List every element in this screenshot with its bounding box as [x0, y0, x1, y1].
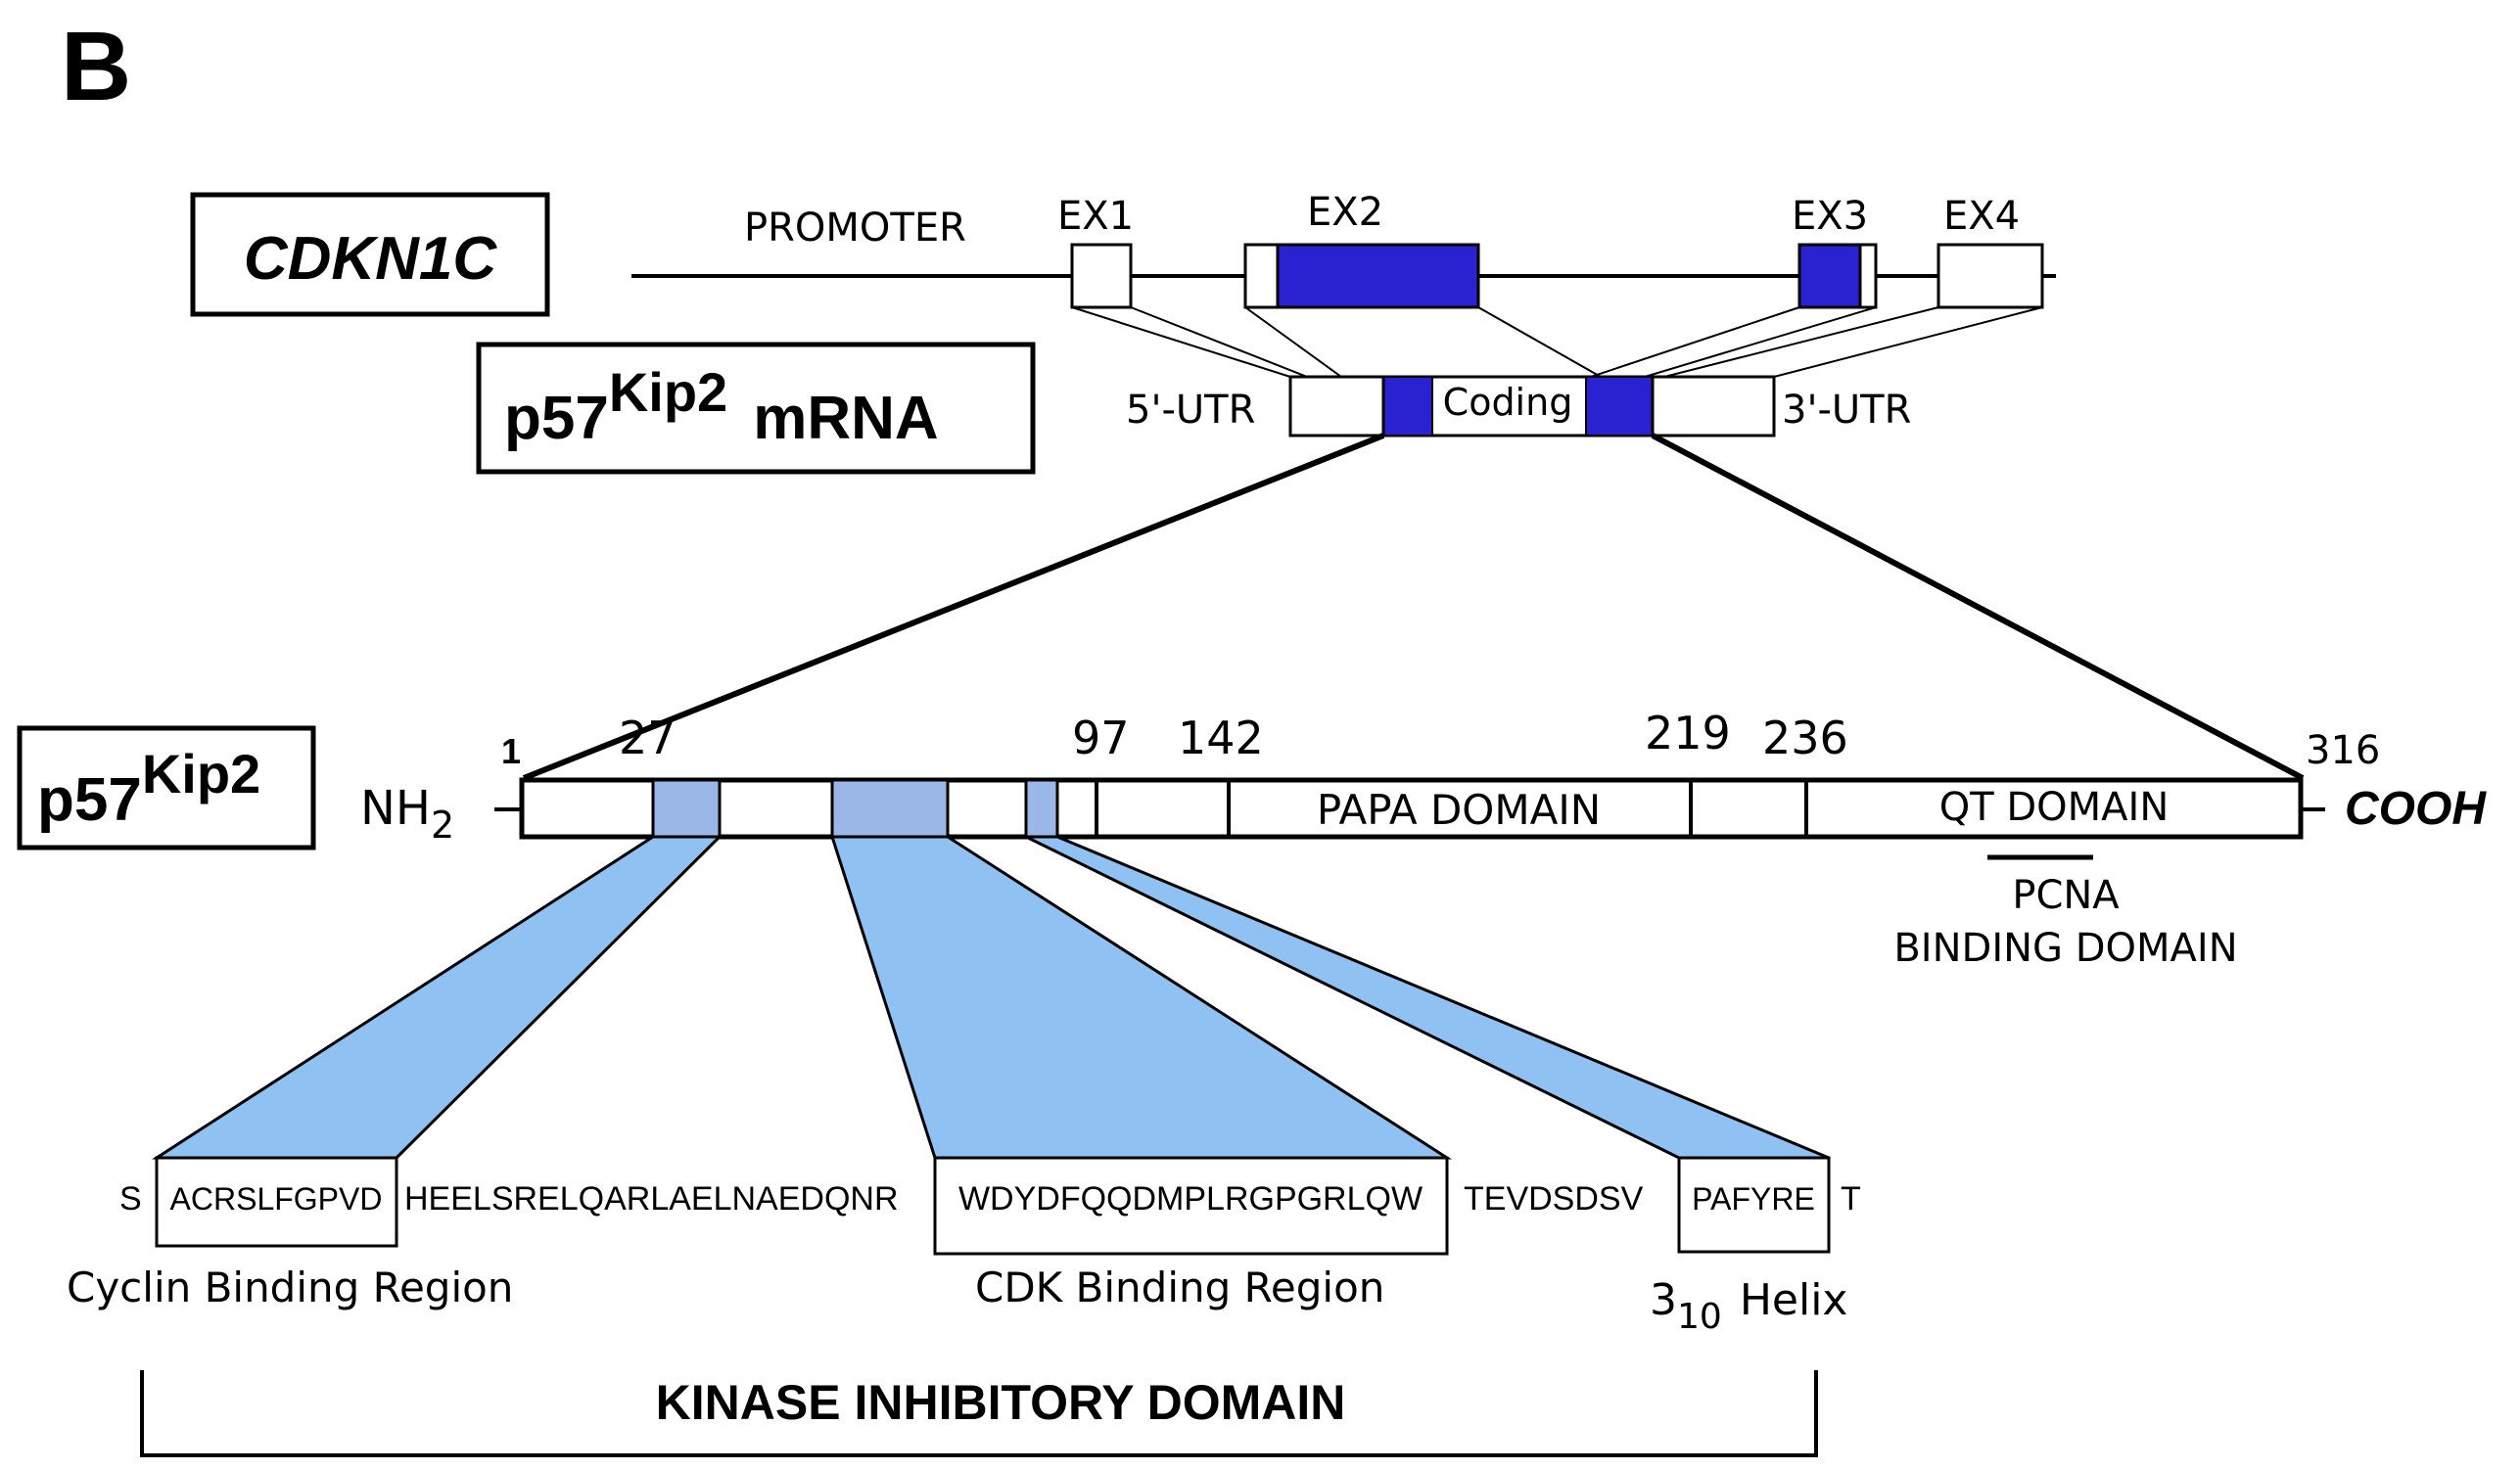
mrna-coding-right [1585, 376, 1654, 437]
pos-236: 236 [1762, 712, 1848, 764]
helix-region [1024, 778, 1059, 839]
exon-3-label: EX3 [1792, 194, 1868, 239]
exon-2-label: EX2 [1307, 190, 1383, 235]
mrna-bar [1288, 375, 1776, 437]
pcna-label-line2: BINDING DOMAIN [1893, 926, 2237, 971]
exon-1 [1070, 243, 1133, 309]
panel-label: B [61, 12, 131, 121]
exon-3-coding [1797, 243, 1862, 309]
utr3-label: 3'-UTR [1782, 388, 1911, 433]
splice-connectors [1071, 306, 2043, 378]
cyclin-motif: ACRSLFGPVD [170, 1181, 383, 1217]
exon-4-label: EX4 [1943, 194, 2020, 239]
mrna-coding-left [1382, 376, 1433, 437]
mrna-label-box [476, 342, 1036, 475]
utr5-label: 5'-UTR [1126, 388, 1255, 433]
seq-s: S [119, 1180, 142, 1218]
pos-316: 316 [2306, 728, 2380, 773]
qt-domain-label: QT DOMAIN [1939, 785, 2170, 830]
cyclin-region [651, 778, 722, 839]
zoom-wedges [151, 835, 1830, 1160]
seq-linker-2: TEVDSDSV [1464, 1180, 1644, 1218]
seq-t: T [1841, 1180, 1861, 1218]
nh2-label: NH2 [360, 781, 454, 847]
cdk-motif-box [933, 1156, 1449, 1256]
cyclin-wedge [151, 835, 723, 1160]
protein-structure: p57Kip2 NH2 COOH PAPA DOMAIN QT DOMAIN P… [17, 707, 2487, 971]
gene-name-box [190, 192, 550, 317]
cdk-motif: WDYDFQQDMPLRGPGRLQW [958, 1180, 1423, 1218]
protein-label: p57Kip2 [37, 743, 260, 834]
exon-2-coding [1276, 243, 1480, 309]
pos-1: 1 [501, 731, 521, 771]
pos-142: 142 [1178, 712, 1264, 764]
gene-structure: CDKN1C PROMOTER EX1 EX2 EX3 EX4 [190, 190, 2056, 378]
exon-4 [1937, 243, 2044, 309]
pos-27: 27 [619, 712, 677, 764]
cyclin-motif-box [155, 1156, 398, 1248]
cdk-region [830, 778, 950, 839]
helix-motif-box [1677, 1156, 1831, 1254]
coding-label: Coding [1443, 381, 1573, 424]
cyclin-region-label: Cyclin Binding Region [67, 1264, 513, 1311]
expand-line-right [1651, 433, 2305, 781]
seq-linker-1: HEELSRELQARLAELNAEDQNR [404, 1180, 899, 1218]
pos-219: 219 [1645, 707, 1731, 759]
promoter-label: PROMOTER [744, 206, 966, 251]
pcna-label-line1: PCNA [2012, 873, 2120, 918]
protein-label-box [17, 725, 316, 850]
gene-name: CDKN1C [244, 225, 498, 293]
expand-line-left [522, 433, 1385, 781]
cooh-label: COOH [2345, 783, 2487, 835]
papa-domain-label: PAPA DOMAIN [1317, 786, 1601, 834]
cdk-region-label: CDK Binding Region [975, 1264, 1384, 1311]
pos-97: 97 [1072, 712, 1130, 764]
kinase-domain-label: KINASE INHIBITORY DOMAIN [656, 1375, 1346, 1430]
kinase-domain-bracket [140, 1370, 1818, 1457]
sequence-row: S ACRSLFGPVD HEELSRELQARLAELNAEDQNR WDYD… [119, 1156, 1861, 1256]
helix-motif: PAFYRE [1692, 1181, 1815, 1217]
exon-1-label: EX1 [1057, 194, 1134, 239]
